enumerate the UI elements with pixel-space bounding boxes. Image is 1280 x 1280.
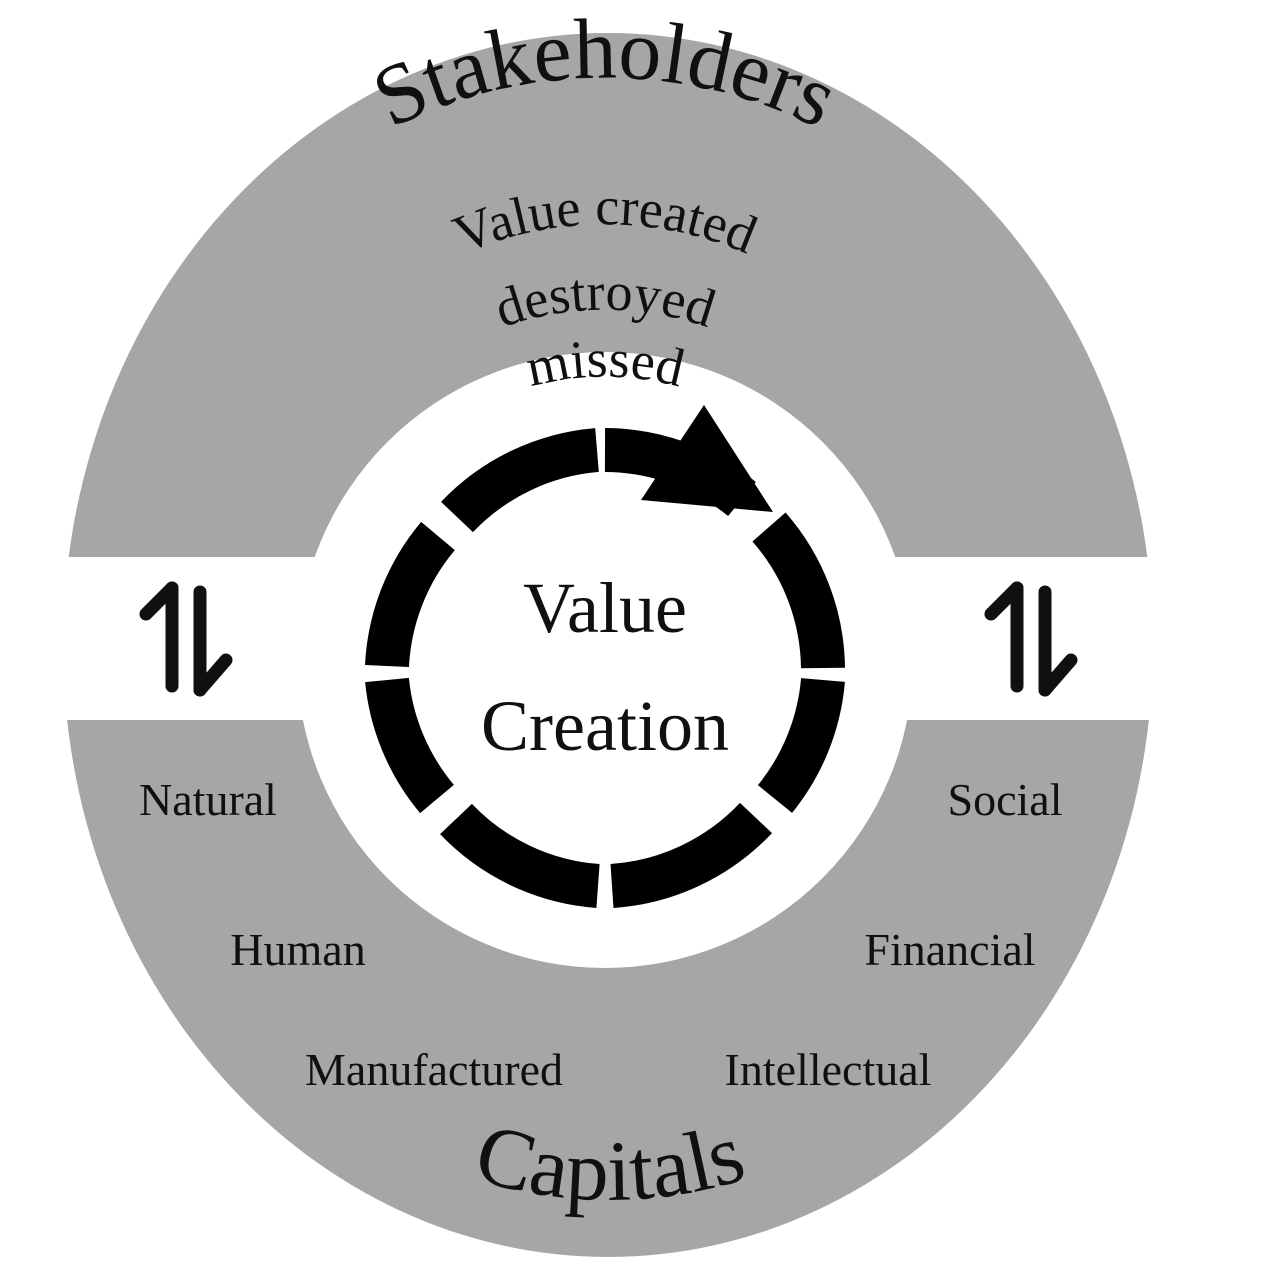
cycle-segment-8: [441, 428, 600, 533]
cycle-segment-6: [365, 677, 455, 814]
stakeholders-region: [68, 33, 1148, 557]
cycle-segment-2: [752, 512, 845, 669]
capitals-heading: Capitals: [466, 1104, 754, 1219]
cycle-segment-3: [757, 677, 845, 813]
right-up-down-arrows-icon: [984, 581, 1078, 697]
capitals-heading-text: Capitals: [466, 1104, 754, 1219]
capital-label-human: Human: [230, 924, 365, 975]
capital-label-financial: Financial: [864, 924, 1035, 975]
cycle-arrowhead-icon: [641, 405, 773, 512]
capital-label-intellectual: Intellectual: [725, 1044, 932, 1095]
stakeholders-band-shape: [68, 33, 1148, 557]
capital-label-natural: Natural: [139, 774, 277, 825]
center-label-line-1: Value: [523, 568, 687, 648]
cycle-segment-4: [610, 802, 773, 908]
stakeholders-line-3-text: missed: [521, 328, 690, 398]
cycle-segment-5: [440, 803, 601, 908]
center-label-line-2: Creation: [481, 686, 729, 766]
capitals-region: [67, 720, 1149, 1257]
capital-label-social: Social: [948, 774, 1063, 825]
left-up-down-arrows-icon: [139, 581, 233, 697]
capitals-band-shape: [67, 720, 1149, 1257]
stakeholders-line-3: missed: [521, 328, 690, 398]
cycle-segment-7: [365, 521, 456, 668]
capital-label-manufactured: Manufactured: [305, 1044, 563, 1095]
